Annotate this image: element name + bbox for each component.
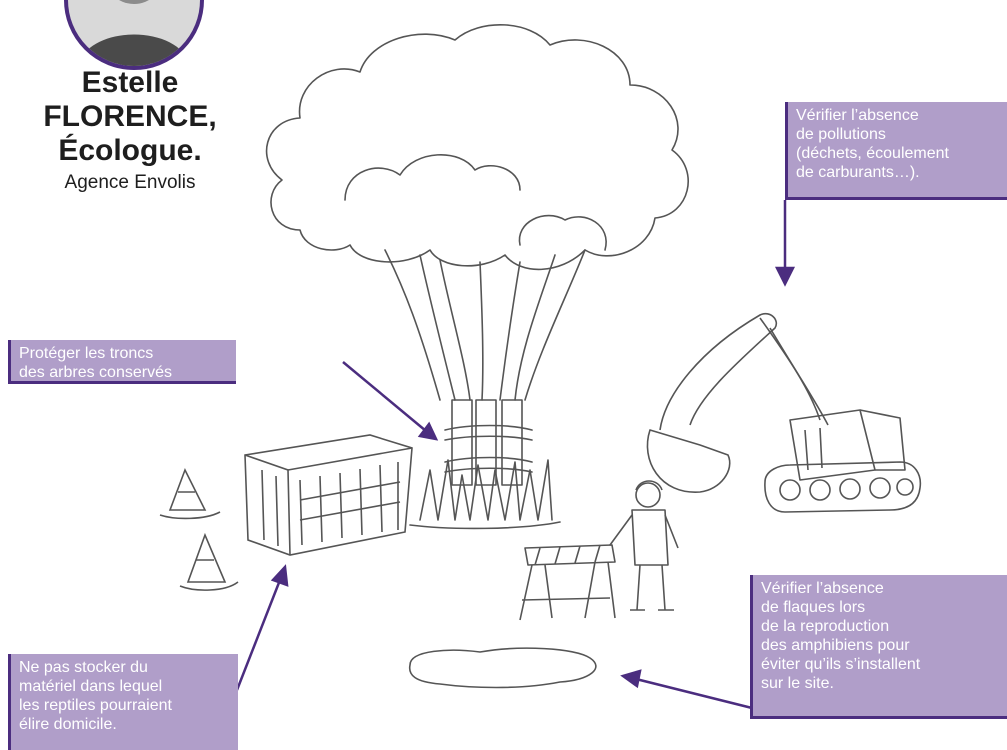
arrow-no-storage <box>235 579 282 691</box>
worker-with-barrier <box>519 480 679 621</box>
puddle <box>408 647 597 689</box>
grass <box>419 459 553 521</box>
arrows <box>235 200 796 710</box>
traffic-cone-2 <box>179 532 239 591</box>
arrow-puddles <box>635 677 753 710</box>
barrier <box>524 544 616 566</box>
tree-canopy <box>265 23 689 271</box>
trunk-protection-planks <box>451 399 473 486</box>
callout-pollution-check: Vérifier l’absence de pollutions (déchet… <box>785 102 1007 200</box>
author-organization: Agence Envolis <box>64 172 196 193</box>
callout-trunk-protection: Protéger les troncs des arbres conservés <box>8 340 236 384</box>
author-name: Estelle FLORENCE, Écologue. <box>43 66 217 167</box>
arrow-trunk-protection <box>342 361 427 432</box>
callout-puddles-check: Vérifier l’absence de flaques lors de la… <box>750 575 1007 719</box>
traffic-cone-1 <box>159 468 221 520</box>
material-cage <box>244 434 413 556</box>
excavator <box>646 312 922 513</box>
tree <box>265 23 689 530</box>
callout-no-storage: Ne pas stocker du matériel dans lequel l… <box>8 654 238 750</box>
